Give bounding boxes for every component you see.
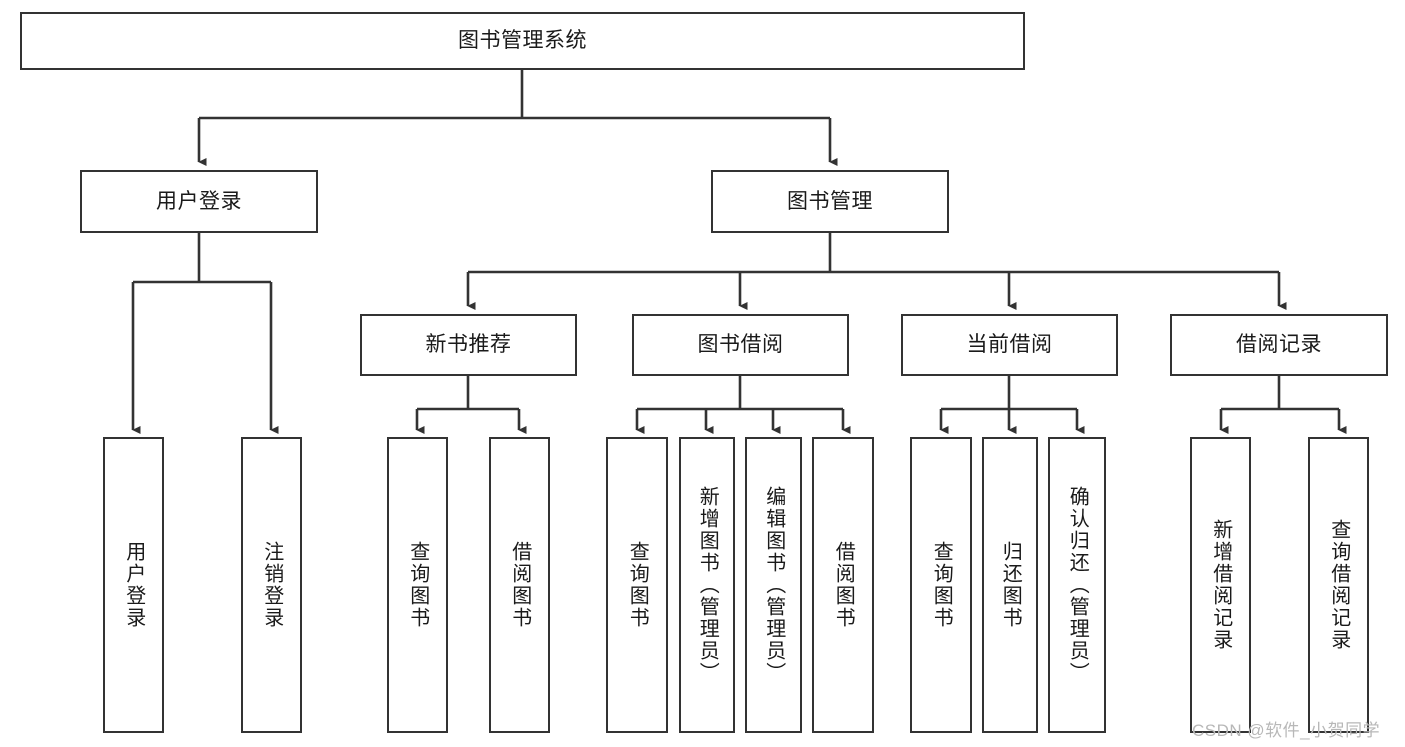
node-borrow-record-label: 借阅记录	[1236, 333, 1322, 357]
node-book-manage[interactable]: 图书管理	[711, 170, 949, 233]
node-book-manage-label: 图书管理	[787, 189, 873, 213]
node-leaf-query-book-2-label: 查询图书	[626, 541, 649, 629]
node-leaf-return-book[interactable]: 归还图书	[982, 437, 1038, 733]
node-leaf-edit-book[interactable]: 编辑图书（管理员）	[745, 437, 802, 733]
node-leaf-query-book-3[interactable]: 查询图书	[910, 437, 972, 733]
node-leaf-edit-book-label: 编辑图书（管理员）	[762, 486, 785, 684]
node-leaf-borrow-book-2[interactable]: 借阅图书	[812, 437, 874, 733]
node-leaf-user-login[interactable]: 用户登录	[103, 437, 164, 733]
node-leaf-add-record[interactable]: 新增借阅记录	[1190, 437, 1251, 733]
node-leaf-user-login-label: 用户登录	[122, 541, 145, 629]
node-user-login-label: 用户登录	[156, 189, 242, 213]
node-user-login[interactable]: 用户登录	[80, 170, 318, 233]
node-leaf-add-record-label: 新增借阅记录	[1209, 519, 1232, 651]
node-leaf-logout-login-label: 注销登录	[260, 541, 283, 629]
node-leaf-add-book-label: 新增图书（管理员）	[696, 486, 719, 684]
node-leaf-return-book-label: 归还图书	[999, 541, 1022, 629]
node-leaf-logout-login[interactable]: 注销登录	[241, 437, 302, 733]
node-leaf-borrow-book-2-label: 借阅图书	[832, 541, 855, 629]
node-leaf-confirm-return-label: 确认归还（管理员）	[1066, 486, 1089, 684]
node-root-label: 图书管理系统	[458, 29, 587, 53]
node-new-book-recommend-label: 新书推荐	[425, 333, 512, 357]
node-leaf-query-book-2[interactable]: 查询图书	[606, 437, 668, 733]
node-leaf-borrow-book-1[interactable]: 借阅图书	[489, 437, 550, 733]
node-leaf-query-book-1[interactable]: 查询图书	[387, 437, 448, 733]
node-current-borrow-label: 当前借阅	[966, 333, 1053, 357]
node-leaf-query-record[interactable]: 查询借阅记录	[1308, 437, 1369, 733]
node-leaf-query-book-1-label: 查询图书	[406, 541, 429, 629]
node-book-borrow[interactable]: 图书借阅	[632, 314, 849, 376]
csdn-watermark: CSDN @软件_小贺同学	[1192, 721, 1381, 740]
node-leaf-query-record-label: 查询借阅记录	[1327, 519, 1350, 651]
node-new-book-recommend[interactable]: 新书推荐	[360, 314, 577, 376]
node-book-borrow-label: 图书借阅	[697, 333, 784, 357]
node-leaf-query-book-3-label: 查询图书	[930, 541, 953, 629]
node-leaf-add-book[interactable]: 新增图书（管理员）	[679, 437, 735, 733]
node-borrow-record[interactable]: 借阅记录	[1170, 314, 1388, 376]
node-leaf-borrow-book-1-label: 借阅图书	[508, 541, 531, 629]
node-root[interactable]: 图书管理系统	[20, 12, 1025, 70]
node-current-borrow[interactable]: 当前借阅	[901, 314, 1118, 376]
node-leaf-confirm-return[interactable]: 确认归还（管理员）	[1048, 437, 1106, 733]
